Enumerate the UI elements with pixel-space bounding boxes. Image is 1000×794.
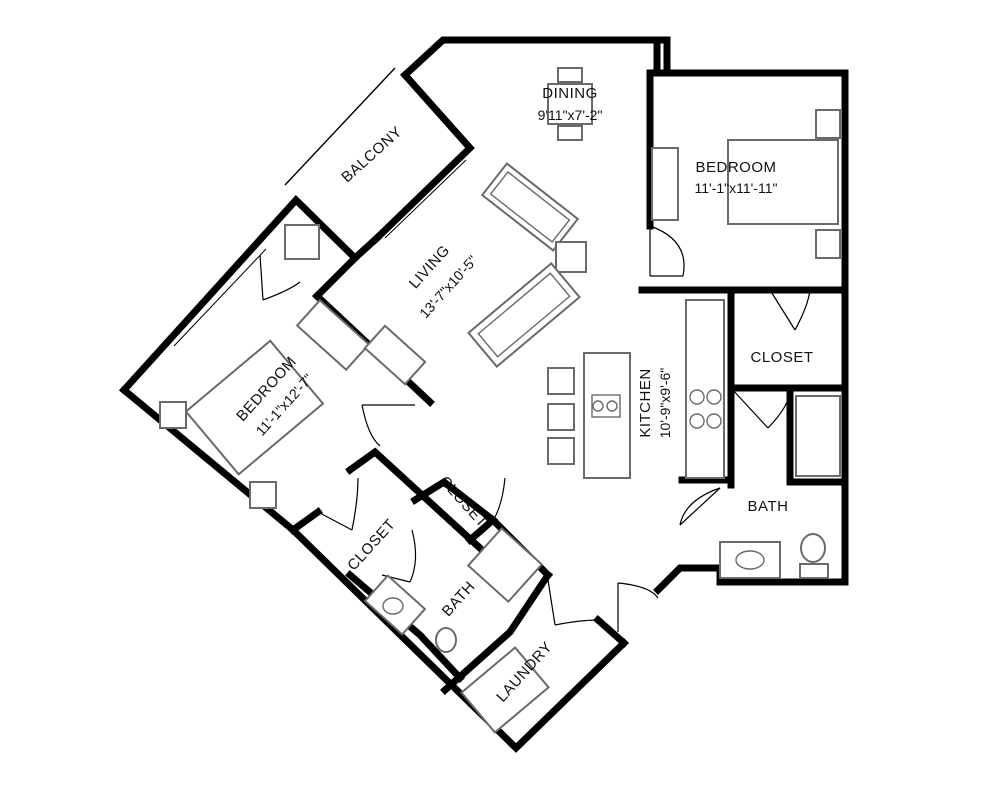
bath-right-label: BATH [748, 498, 789, 515]
kitchen-counter [685, 299, 725, 479]
kitchen-island [547, 352, 631, 479]
sofa-lower [467, 262, 581, 368]
bedroom-right-dims: 11'-1"x11'-11" [695, 180, 778, 196]
dining-dims: 9'11"x7'-2" [538, 107, 603, 123]
laundry-machines [460, 646, 550, 734]
closet-small-label: CLOSET [436, 473, 491, 531]
left-bedroom-furniture [159, 224, 427, 509]
sofa-upper [480, 162, 587, 273]
kitchen-dims: 10'-9"x9'-6" [657, 368, 673, 439]
right-bath-fixtures [719, 395, 841, 579]
right-bedroom-furniture [651, 109, 841, 259]
kitchen-label: KITCHEN [637, 368, 654, 437]
bedroom-right-label: BEDROOM [695, 159, 776, 176]
closet-right-label: CLOSET [750, 349, 813, 366]
bath-left-label: BATH [439, 578, 479, 620]
balcony-label: BALCONY [338, 123, 405, 186]
dining-label: DINING [542, 85, 598, 102]
left-bath-fixtures [363, 526, 544, 653]
windows [167, 37, 849, 347]
dining-table [547, 67, 593, 141]
doors [259, 225, 811, 632]
